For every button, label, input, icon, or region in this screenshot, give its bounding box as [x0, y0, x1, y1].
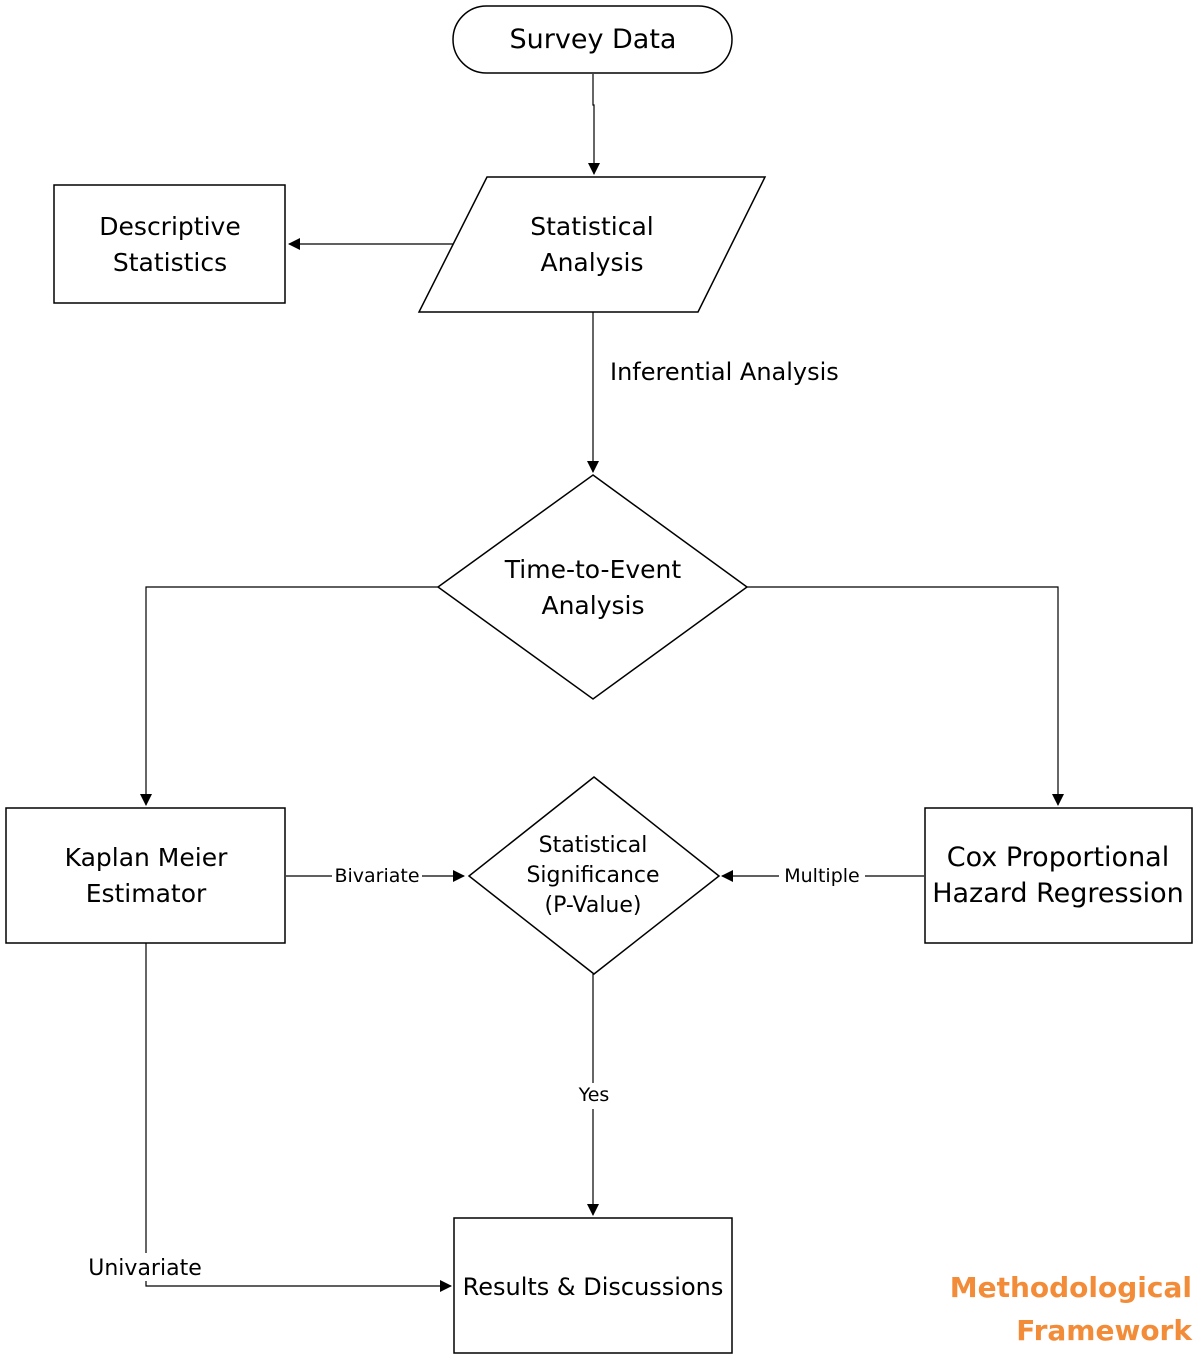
title-line1: Methodological — [950, 1271, 1192, 1304]
statistical-analysis-line1: Statistical — [530, 212, 654, 241]
decision-diamond — [436, 474, 749, 700]
descriptive-statistics-line1: Descriptive — [99, 212, 240, 241]
univariate-label: Univariate — [88, 1256, 201, 1281]
node-descriptive-statistics: Descriptive Statistics — [53, 184, 286, 304]
cox-regression-line1: Cox Proportional — [947, 842, 1169, 873]
survey-data-label: Survey Data — [510, 24, 677, 55]
significance-line3: (P-Value) — [544, 893, 641, 918]
significance-line2: Significance — [526, 863, 659, 888]
statistical-analysis-line2: Analysis — [540, 248, 643, 277]
node-time-to-event: Time-to-Event Analysis — [436, 474, 749, 700]
terminator-shape — [452, 5, 733, 74]
title-line2: Framework — [1016, 1314, 1193, 1347]
cox-regression-line2: Hazard Regression — [932, 878, 1184, 909]
parallelogram-shape — [417, 176, 767, 313]
kaplan-meier-line2: Estimator — [86, 879, 207, 908]
edge-label-backgrounds — [86, 862, 865, 1281]
node-statistical-analysis: Statistical Analysis — [417, 176, 767, 313]
results-label: Results & Discussions — [463, 1273, 724, 1301]
time-to-event-line1: Time-to-Event — [504, 555, 682, 584]
edge-survey-to-analysis — [588, 74, 600, 175]
figure-title: Methodological Framework — [950, 1271, 1194, 1347]
process-box — [924, 807, 1193, 944]
descriptive-statistics-line2: Statistics — [113, 248, 227, 277]
decision-diamond — [467, 776, 721, 975]
multiple-label: Multiple — [784, 865, 859, 887]
edge-time-to-event-to-cox — [747, 586, 1064, 806]
bivariate-label: Bivariate — [334, 865, 419, 887]
inferential-analysis-label: Inferential Analysis — [610, 358, 839, 386]
node-results-discussions: Results & Discussions — [453, 1217, 733, 1354]
node-kaplan-meier: Kaplan Meier Estimator — [5, 807, 286, 944]
process-box — [453, 1217, 733, 1354]
significance-line1: Statistical — [539, 833, 648, 858]
edge-time-to-event-to-kaplan — [140, 586, 438, 806]
process-box — [53, 184, 286, 304]
time-to-event-line2: Analysis — [541, 591, 644, 620]
process-box — [5, 807, 286, 944]
yes-label: Yes — [578, 1084, 610, 1106]
node-survey-data: Survey Data — [452, 5, 733, 74]
edge-kaplan-to-results — [145, 943, 452, 1292]
node-cox-regression: Cox Proportional Hazard Regression — [924, 807, 1193, 944]
kaplan-meier-line1: Kaplan Meier — [65, 843, 228, 872]
node-statistical-significance: Statistical Significance (P-Value) — [467, 776, 721, 975]
